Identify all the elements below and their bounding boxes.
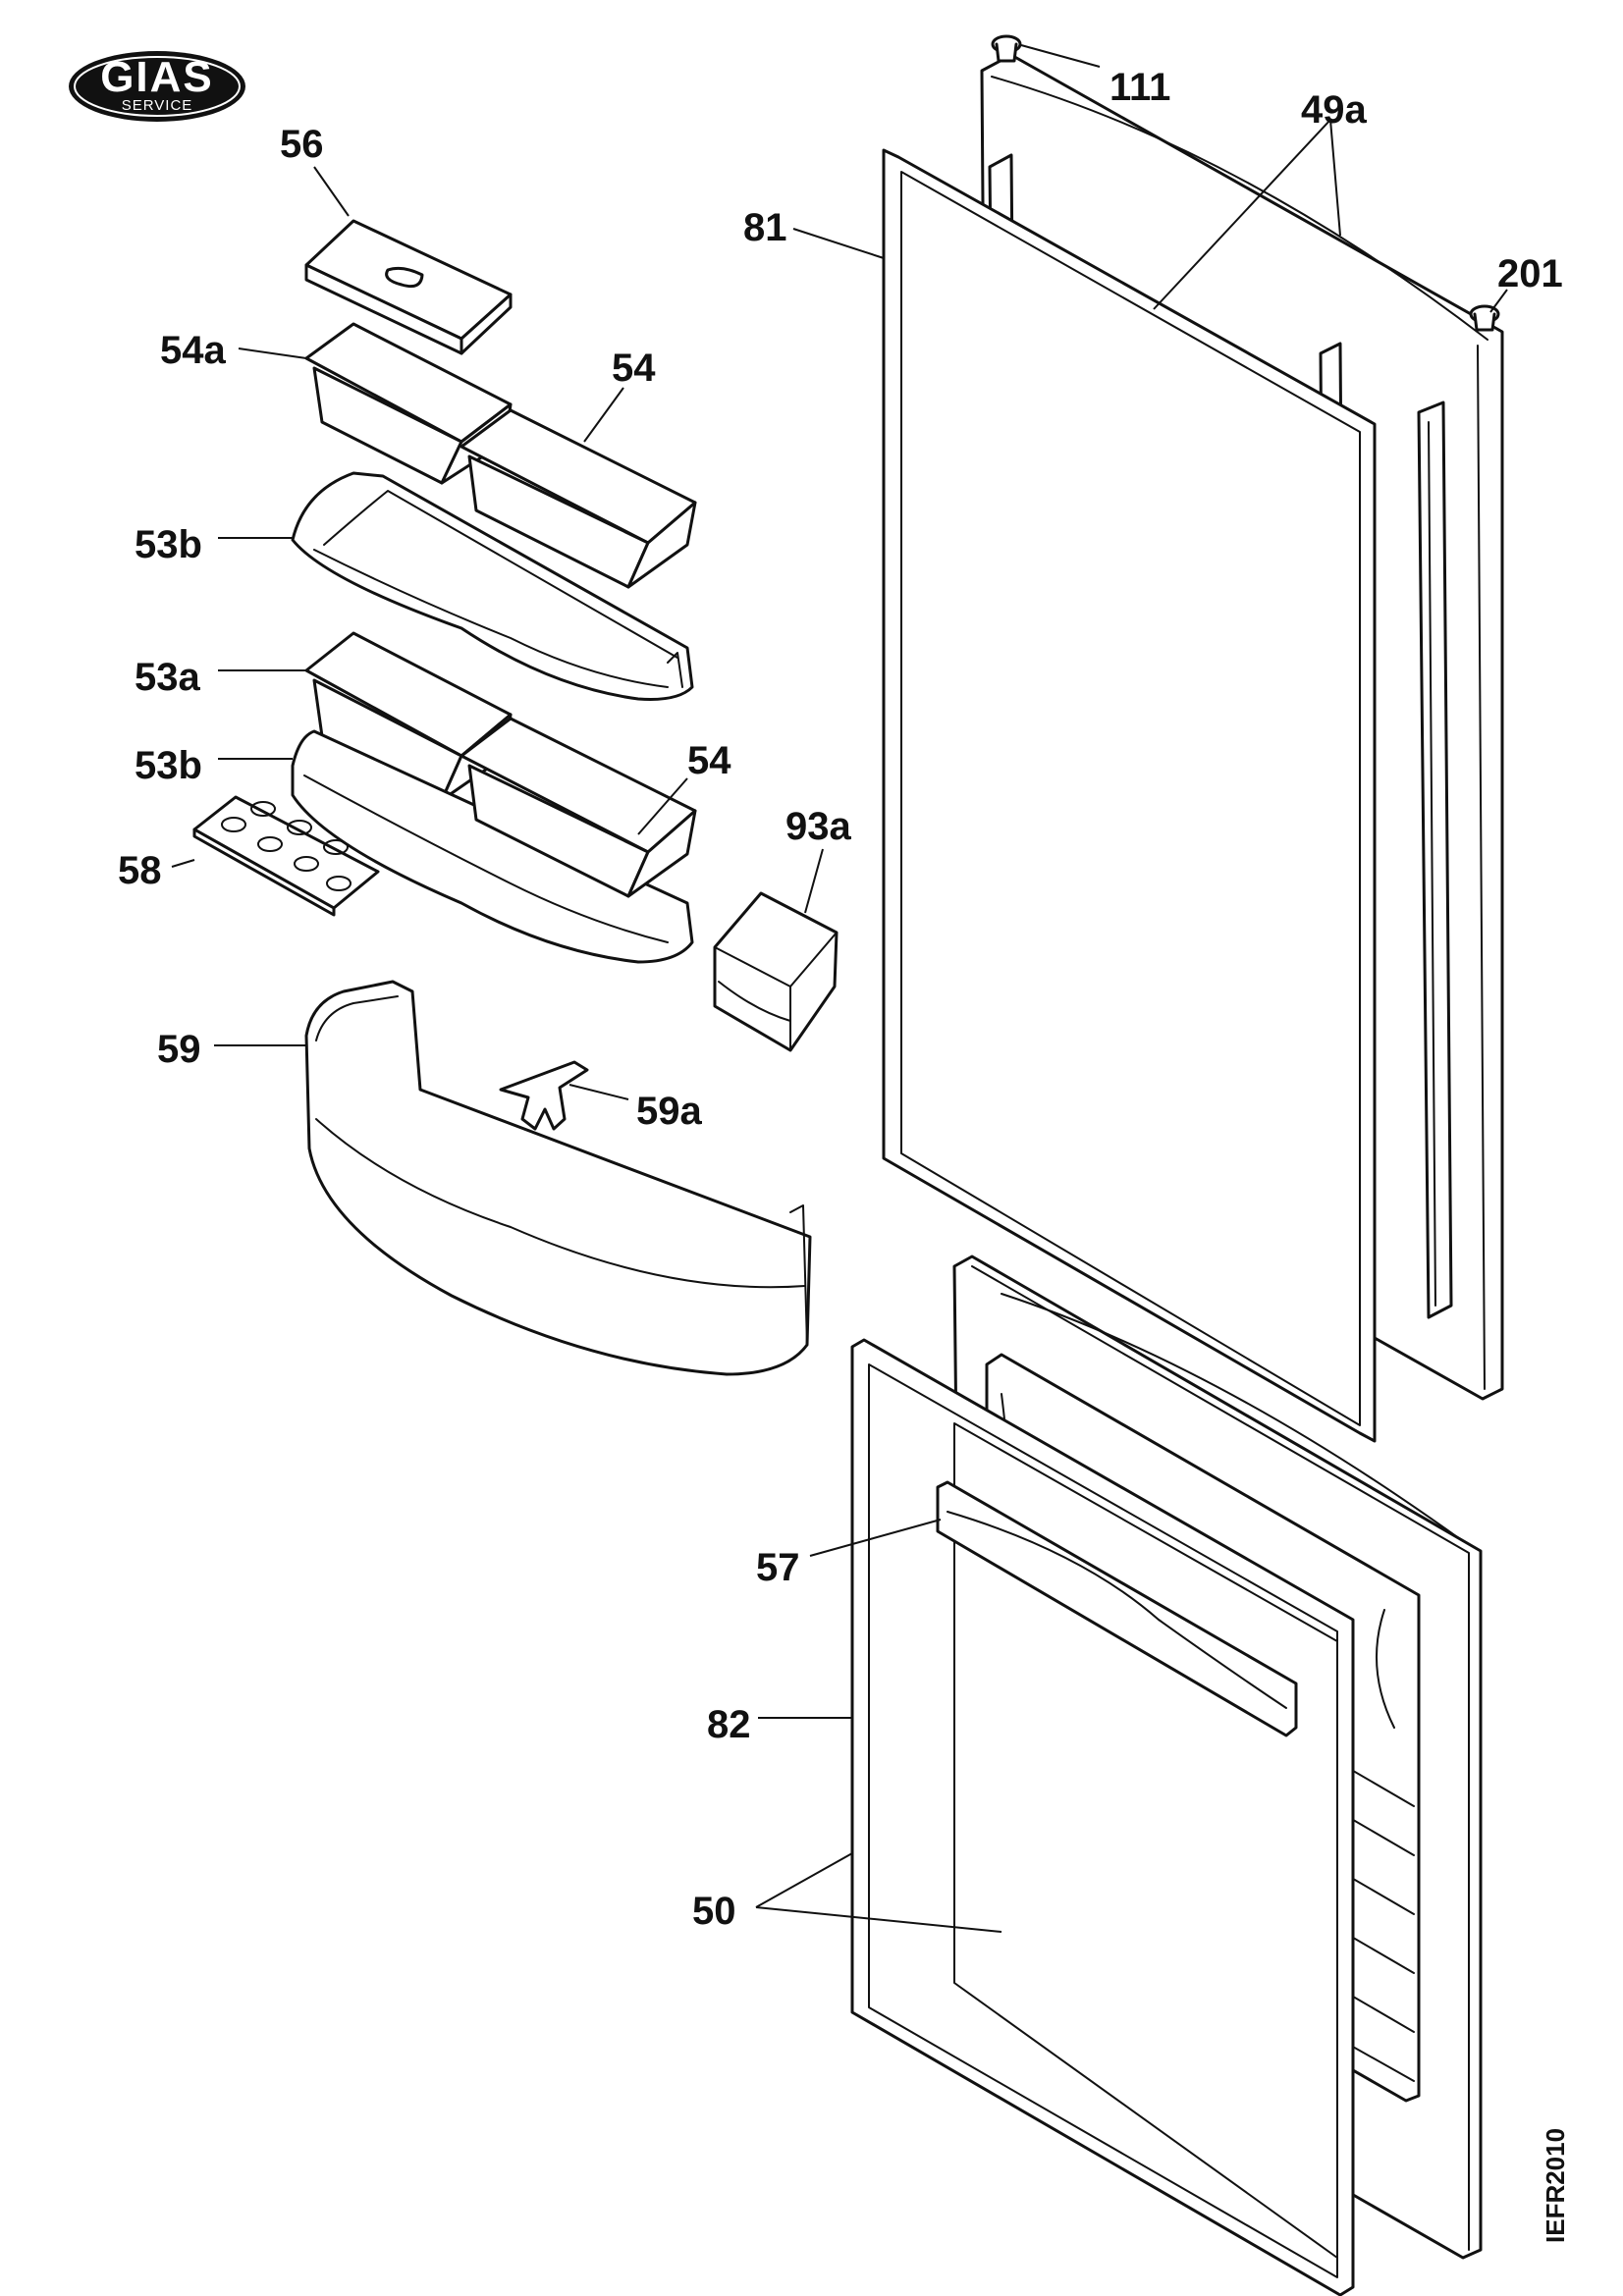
label-57: 57 bbox=[756, 1546, 800, 1589]
label-53a: 53a bbox=[135, 656, 200, 699]
dairy-box-54-bottom bbox=[460, 717, 697, 898]
label-53b-bottom: 53b bbox=[135, 744, 202, 787]
label-58: 58 bbox=[118, 849, 162, 892]
label-82: 82 bbox=[707, 1703, 751, 1746]
label-81: 81 bbox=[743, 206, 787, 249]
bottle-clip-59a bbox=[499, 1060, 589, 1131]
part-labels: 56 54a 54 53b 53a 53b 54 58 93a 59 59a 8… bbox=[118, 66, 1563, 1933]
label-93a: 93a bbox=[785, 805, 851, 848]
label-56: 56 bbox=[280, 123, 324, 166]
handle-strip-57 bbox=[936, 1480, 1298, 1737]
label-54-top: 54 bbox=[612, 347, 656, 390]
label-49a: 49a bbox=[1301, 88, 1367, 132]
bottle-holder-93a bbox=[713, 891, 839, 1052]
label-59a: 59a bbox=[636, 1090, 702, 1133]
label-50: 50 bbox=[692, 1890, 736, 1933]
lower-door-gasket bbox=[850, 1338, 1355, 2296]
label-53b-top: 53b bbox=[135, 523, 202, 566]
label-59: 59 bbox=[157, 1028, 201, 1071]
label-54-bottom: 54 bbox=[687, 739, 731, 782]
label-201: 201 bbox=[1497, 252, 1563, 295]
leader-lines bbox=[171, 44, 1508, 1933]
dairy-box-54-top bbox=[460, 408, 697, 589]
door-shelf-53b-top bbox=[291, 471, 694, 701]
hinge-cap-111 bbox=[991, 34, 1022, 63]
gias-service-logo: GIAS SERVICE bbox=[69, 51, 245, 122]
egg-tray-58 bbox=[192, 795, 380, 917]
hinge-cap-201 bbox=[1469, 304, 1500, 332]
upper-door-gasket bbox=[882, 148, 1377, 1443]
dairy-box-54a bbox=[304, 322, 513, 485]
drawing-code: IEFR2010 bbox=[1541, 2128, 1570, 2243]
label-111: 111 bbox=[1109, 66, 1170, 109]
logo-sub: SERVICE bbox=[122, 97, 193, 114]
label-54a: 54a bbox=[160, 329, 226, 372]
butter-box-lid bbox=[304, 219, 513, 355]
door-shelf-53b-bottom bbox=[291, 729, 694, 964]
bottle-shelf-59 bbox=[304, 980, 812, 1376]
logo-brand: GIAS bbox=[100, 53, 214, 101]
dairy-box-53a bbox=[304, 631, 513, 802]
